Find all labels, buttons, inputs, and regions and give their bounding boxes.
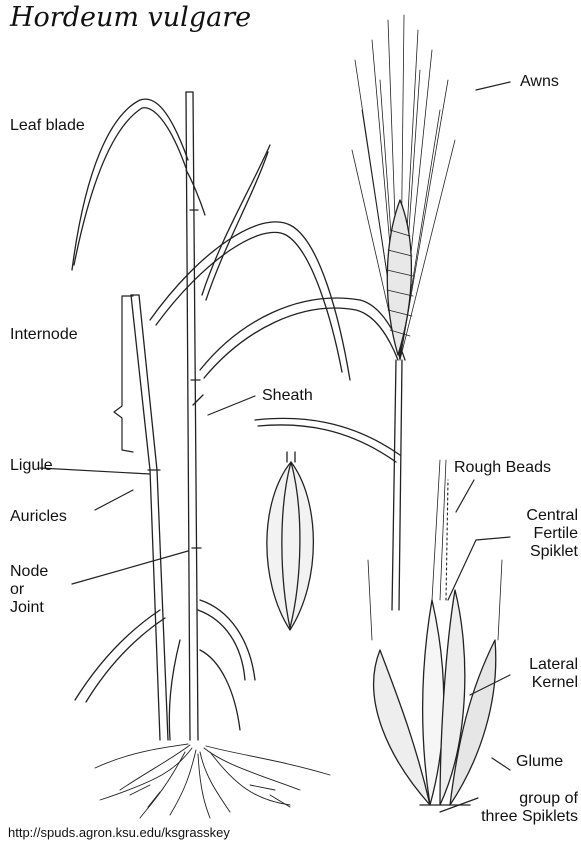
species-title: Hordeum vulgare <box>10 2 251 33</box>
lateral-kernel-label: Lateral Kernel <box>488 656 578 692</box>
spiklet-group <box>368 460 502 805</box>
awns-label: Awns <box>520 73 559 91</box>
auricles-label: Auricles <box>10 508 67 526</box>
leaf-blade-top-left <box>72 99 205 270</box>
group-of-three-spiklets-label: group of three Spiklets <box>464 790 578 826</box>
leaf-blade-arching <box>150 145 405 380</box>
main-stem <box>186 92 203 740</box>
central-fertile-spiklet-label: Central Fertile Spiklet <box>488 507 578 561</box>
left-stem <box>131 295 168 740</box>
ligule-label: Ligule <box>10 457 53 475</box>
roots <box>95 744 330 818</box>
internode-label: Internode <box>10 326 78 344</box>
leaf-blade-label: Leaf blade <box>10 117 85 135</box>
node-or-joint-label: Node or Joint <box>10 563 48 617</box>
single-spikelet <box>267 452 314 630</box>
sheath-label: Sheath <box>262 387 313 405</box>
glume-label: Glume <box>516 753 563 771</box>
rough-beads-label: Rough Beads <box>454 459 551 477</box>
source-url: http://spuds.agron.ksu.edu/ksgrasskey <box>8 825 230 840</box>
